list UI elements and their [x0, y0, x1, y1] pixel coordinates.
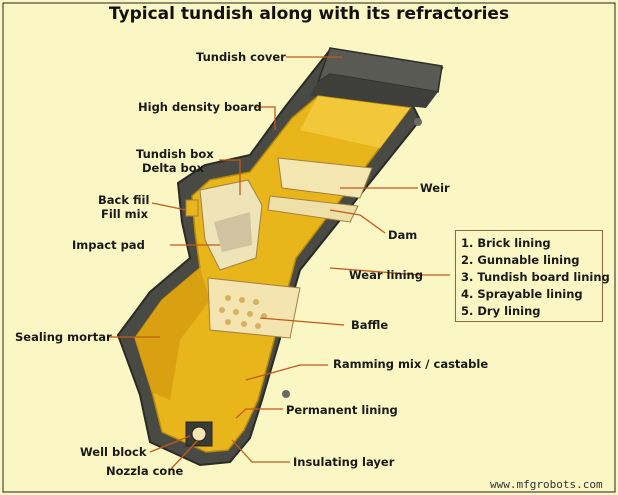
left-wall — [135, 268, 210, 400]
label-back-fill: Back fiil — [98, 193, 150, 207]
watermark: www.mfgrobots.com — [490, 478, 603, 491]
far-wall — [300, 96, 410, 148]
label-tundish-box: Tundish box — [136, 147, 214, 161]
bolt — [414, 118, 422, 126]
impact-pad-base — [214, 212, 252, 252]
legend-item: 2. Gunnable lining — [461, 253, 580, 267]
label-well-block: Well block — [80, 445, 147, 459]
baffle-holes — [219, 295, 267, 329]
label-tundish-cover: Tundish cover — [196, 50, 286, 64]
label-weir: Weir — [420, 181, 450, 195]
label-ramming-mix: Ramming mix / castable — [333, 357, 489, 371]
label-fill-mix: Fill mix — [101, 207, 149, 221]
label-insulating-layer: Insulating layer — [293, 455, 395, 469]
wear-lining-legend: 1. Brick lining 2. Gunnable lining 3. Tu… — [455, 230, 610, 322]
back-fill-patch — [185, 199, 199, 217]
label-delta-box: Delta box — [142, 161, 205, 175]
label-nozzle-cone: Nozzla cone — [106, 464, 184, 478]
legend-item: 3. Tundish board lining — [461, 270, 610, 284]
legend-item: 5. Dry lining — [461, 304, 541, 318]
leader-lines — [108, 56, 450, 471]
legend-item: 4. Sprayable lining — [461, 287, 583, 301]
cover-edge — [310, 74, 438, 108]
legend-item: 1. Brick lining — [461, 236, 551, 250]
nozzle-cone — [191, 426, 207, 442]
label-impact-pad: Impact pad — [72, 238, 145, 252]
label-baffle: Baffle — [351, 318, 389, 332]
baffle — [207, 277, 301, 339]
label-permanent-lining: Permanent lining — [286, 403, 398, 417]
diagram-title: Typical tundish along with its refractor… — [108, 4, 510, 24]
label-wear-lining: Wear lining — [349, 268, 423, 282]
label-sealing-mortar: Sealing mortar — [15, 330, 112, 344]
label-high-density-board: High density board — [138, 100, 262, 114]
bolt — [282, 390, 290, 398]
label-dam: Dam — [388, 228, 418, 242]
dam — [267, 195, 359, 223]
